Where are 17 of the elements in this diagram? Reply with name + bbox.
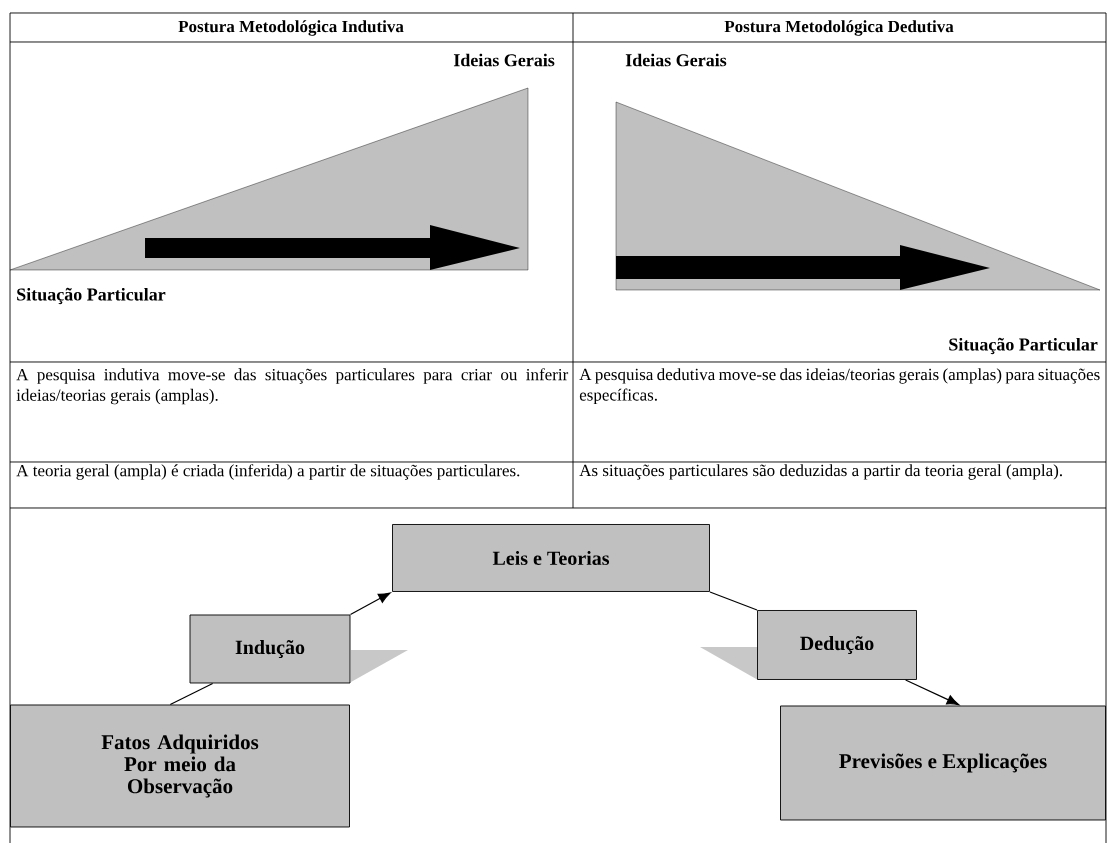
diagram-label: Situação Particular — [17, 287, 166, 305]
connector-arrow — [905, 679, 959, 706]
process-box: Fatos Adquiridos Por meio da Observação — [10, 704, 350, 828]
table-cell-text: A pesquisa dedutiva move-se das ideias/teorias gerais (amplas) para situações específicas. — [579, 368, 1100, 405]
process-box: Dedução — [757, 610, 917, 680]
table-cell-text: As situações particulares são deduzidas a partir da teoria geral (ampla). — [579, 464, 1062, 480]
column-header: Postura Metodológica Indutiva — [178, 20, 404, 36]
connector-arrow — [349, 592, 391, 616]
process-box: Previsões e Explicações — [780, 705, 1106, 821]
diagram-label: Situação Particular — [949, 337, 1098, 355]
diagram-label: Ideias Gerais — [453, 53, 555, 67]
table-cell-text: A teoria geral (ampla) é criada (inferida) a partir de situações particulares. — [16, 464, 520, 480]
column-header: Postura Metodológica Dedutiva — [724, 20, 954, 36]
diagram-label: Ideias Gerais — [625, 53, 727, 67]
table-cell-text: A pesquisa indutiva move-se das situações particulares para criar ou inferir ideias/teorias gerais (amplas). — [16, 368, 569, 405]
process-box: Leis e Teorias — [392, 524, 710, 592]
process-box: Indução — [189, 614, 351, 684]
